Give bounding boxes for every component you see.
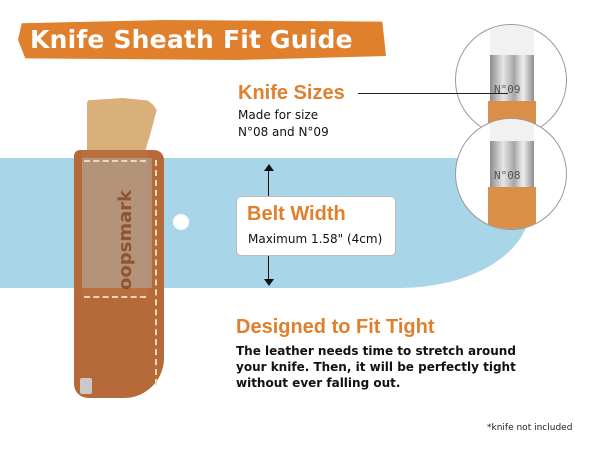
belt-width-heading: Belt Width	[247, 203, 346, 225]
knife-sizes-heading: Knife Sizes	[238, 82, 345, 104]
ferrule	[490, 141, 534, 187]
brand-emboss: oopsmark	[115, 189, 136, 290]
dimension-line	[268, 256, 269, 280]
knife-size-08-zoom: N°08	[455, 118, 567, 230]
belt-overlay	[82, 158, 152, 288]
belt-width-card	[236, 196, 396, 256]
wood-handle	[488, 187, 536, 229]
fit-description: The leather needs time to stretch around…	[236, 344, 516, 390]
sheath-belt-loop	[82, 150, 148, 298]
size-marking: N°08	[494, 169, 521, 182]
stitching	[84, 160, 146, 162]
title-banner	[18, 20, 386, 60]
blade	[490, 119, 534, 141]
belt-width-detail: Maximum 1.58" (4cm)	[248, 232, 383, 246]
knife-sizes-text: Made for size	[238, 108, 319, 122]
callout-leader-line	[358, 93, 508, 94]
belt-hole	[173, 214, 189, 230]
fit-heading: Designed to Fit Tight	[236, 316, 435, 338]
stitching	[155, 160, 157, 385]
arrow-down-icon	[264, 279, 274, 286]
knife-handle	[87, 98, 159, 158]
footnote: *knife not included	[487, 423, 573, 433]
knife-sizes-text: N°08 and N°09	[238, 125, 329, 139]
blade-tip	[80, 378, 92, 394]
blade	[490, 25, 534, 55]
arrow-up-icon	[264, 164, 274, 171]
stitching	[84, 296, 146, 298]
page-title: Knife Sheath Fit Guide	[30, 25, 353, 54]
size-marking: N°09	[494, 83, 521, 96]
dimension-line	[268, 168, 269, 196]
